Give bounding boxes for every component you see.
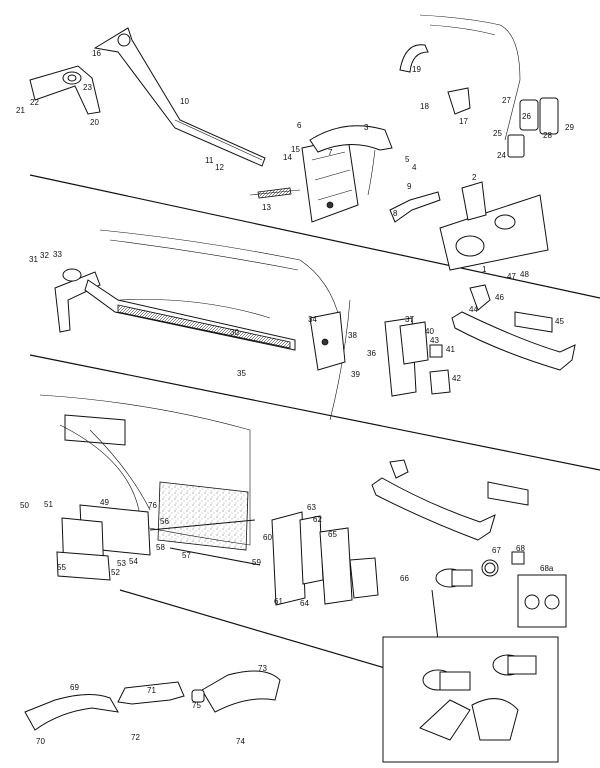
callout-65: 65	[328, 530, 337, 539]
callout-48: 48	[520, 270, 529, 279]
callout-50: 50	[20, 501, 29, 510]
callout-67: 67	[492, 546, 501, 555]
callout-71: 71	[147, 686, 156, 695]
section-3-parts	[24, 394, 567, 763]
callout-74: 74	[236, 737, 245, 746]
callout-13: 13	[262, 203, 271, 212]
callout-15: 15	[291, 145, 300, 154]
section-dividers	[29, 174, 600, 669]
callout-73: 73	[258, 664, 267, 673]
callout-17: 17	[459, 117, 468, 126]
callout-labels: 1234567891011121314151617181920212223242…	[16, 49, 574, 746]
callout-46: 46	[495, 293, 504, 302]
callout-57: 57	[182, 551, 191, 560]
callout-59: 59	[252, 558, 261, 567]
callout-30: 30	[230, 328, 239, 337]
callout-42: 42	[452, 374, 461, 383]
callout-29: 29	[565, 123, 574, 132]
callout-45: 45	[555, 317, 564, 326]
callout-72: 72	[131, 733, 140, 742]
callout-35: 35	[237, 369, 246, 378]
callout-2: 2	[472, 173, 477, 182]
callout-60: 60	[263, 533, 272, 542]
callout-37: 37	[405, 315, 414, 324]
callout-3: 3	[364, 123, 369, 132]
callout-12: 12	[215, 163, 224, 172]
callout-61: 61	[274, 597, 283, 606]
callout-23: 23	[83, 83, 92, 92]
callout-64: 64	[300, 599, 309, 608]
section-1-parts	[29, 14, 559, 271]
callout-34: 34	[308, 315, 317, 324]
callout-41: 41	[446, 345, 455, 354]
callout-18: 18	[420, 102, 429, 111]
callout-76: 76	[148, 501, 157, 510]
callout-6: 6	[297, 121, 302, 130]
callout-49: 49	[100, 498, 109, 507]
callout-58: 58	[156, 543, 165, 552]
callout-43: 43	[430, 336, 439, 345]
callout-11: 11	[205, 156, 214, 165]
callout-24: 24	[497, 151, 506, 160]
callout-63: 63	[307, 503, 316, 512]
callout-20: 20	[90, 118, 99, 127]
callout-14: 14	[283, 153, 292, 162]
callout-26: 26	[522, 112, 531, 121]
section-2-parts	[54, 229, 576, 421]
callout-9: 9	[407, 182, 412, 191]
callout-62: 62	[313, 515, 322, 524]
callout-70: 70	[36, 737, 45, 746]
callout-33: 33	[53, 250, 62, 259]
callout-75: 75	[192, 701, 201, 710]
callout-21: 21	[16, 106, 25, 115]
callout-66: 66	[400, 574, 409, 583]
callout-40: 40	[425, 327, 434, 336]
callout-19: 19	[412, 65, 421, 74]
callout-52: 52	[111, 568, 120, 577]
callout-8: 8	[393, 209, 398, 218]
callout-39: 39	[351, 370, 360, 379]
callout-56: 56	[160, 517, 169, 526]
callout-10: 10	[180, 97, 189, 106]
callout-28: 28	[543, 131, 552, 140]
callout-47: 47	[507, 272, 516, 281]
callout-44: 44	[469, 305, 478, 314]
callout-1: 1	[482, 265, 487, 274]
callout-53: 53	[117, 559, 126, 568]
callout-4: 4	[412, 163, 417, 172]
callout-51: 51	[44, 500, 53, 509]
callout-68: 68	[516, 544, 525, 553]
callout-16: 16	[92, 49, 101, 58]
callout-5: 5	[405, 155, 410, 164]
callout-38: 38	[348, 331, 357, 340]
callout-7: 7	[328, 148, 333, 157]
callout-25: 25	[493, 129, 502, 138]
callout-31: 31	[29, 255, 38, 264]
callout-54: 54	[129, 557, 138, 566]
callout-27: 27	[502, 96, 511, 105]
callout-36: 36	[367, 349, 376, 358]
callout-32: 32	[40, 251, 49, 260]
callout-22: 22	[30, 98, 39, 107]
callout-55: 55	[57, 563, 66, 572]
callout-68a: 68a	[540, 564, 554, 573]
callout-69: 69	[70, 683, 79, 692]
